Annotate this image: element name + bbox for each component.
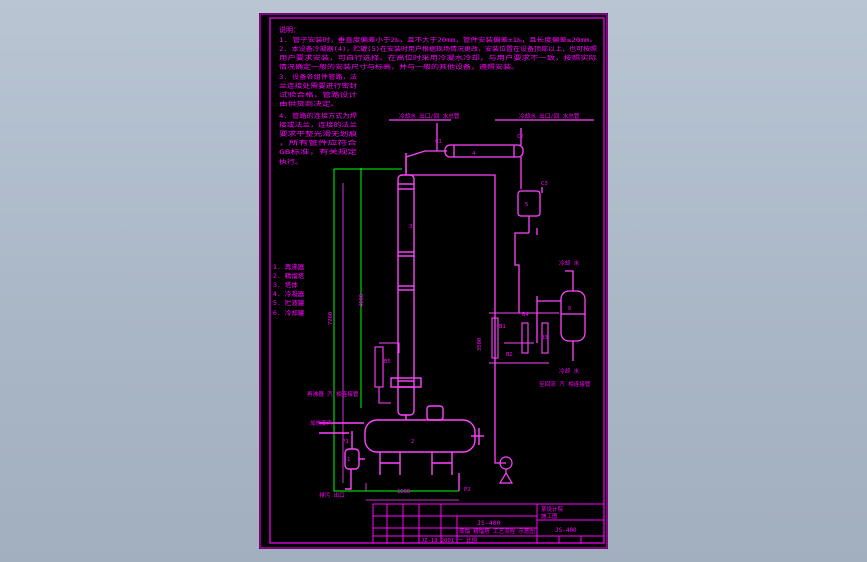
tag-label: B2 <box>506 352 513 358</box>
process-flow-drawing: 说明： 1. 管子安装时，垂直度偏差小于2‰，且不大于20mm，管件安装偏差±1… <box>259 13 608 549</box>
notes-title: 说明： <box>279 25 300 34</box>
pump <box>498 456 514 484</box>
dimension-label: 7260 <box>328 312 334 325</box>
tag-label: B5 <box>384 359 391 365</box>
drawing-subtitle: 蒸馏 精馏塔 工艺流程 示意图 <box>459 527 535 535</box>
note-line: 用户要求安装，可自行选择。在高位时采用冷凝水冷却，与用户要求不一致，按照实际 <box>279 54 597 62</box>
note-line: 1. 管子安装时，垂直度偏差小于2‰，且不大于20mm，管件安装偏差±1‰，且长… <box>279 36 597 44</box>
note-line: 执行。 <box>279 158 303 166</box>
green-boundary <box>333 168 459 492</box>
tag-label: B4 <box>522 312 529 318</box>
tag-label: 4 <box>472 151 476 157</box>
annotation-text: 至回流 汽 相连接管 <box>539 380 591 388</box>
annotation-text: 冷却 水 <box>559 259 580 267</box>
note-line: 试验合格，管路设计 <box>279 91 357 99</box>
distillation-column <box>390 153 422 416</box>
tag-label: 3 <box>409 224 412 230</box>
tag-label: C3 <box>541 181 548 187</box>
legend-item: 1. 再沸器 <box>273 262 305 271</box>
drawing-code: JS-400 <box>555 527 577 534</box>
legend-item: 4. 冷凝器 <box>273 289 305 298</box>
tag-label: C2 <box>517 134 524 140</box>
cooler-vessel <box>536 270 586 361</box>
equipment-legend: 1. 再沸器 2. 精馏塔 3. 塔体 4. 冷凝器 5. 贮液罐 6. 冷却罐 <box>273 262 305 317</box>
tag-label: 6 <box>568 306 571 312</box>
tag-label: P2 <box>464 487 471 493</box>
note-line: 4. 管路的连接方式为焊 <box>279 112 357 120</box>
legend-item: 5. 贮液罐 <box>273 298 305 307</box>
dimension-label: 1600 <box>397 489 410 495</box>
note-line: 接或法兰，连接的法兰 <box>279 121 357 129</box>
note-line: 由供货商决定。 <box>279 100 339 108</box>
note-line: 3. 设备各组件管路，法 <box>279 73 357 81</box>
dimension-label: 3500 <box>477 338 483 351</box>
reboiler-vessel <box>319 405 484 491</box>
note-line: GB标准，有关规定 <box>279 148 357 156</box>
dimension-lines <box>342 183 459 501</box>
rotameters <box>374 312 559 404</box>
legend-item: 6. 冷却罐 <box>273 308 305 317</box>
note-line: 2. 本设备冷凝器(4)，贮罐(5)在安装时用户根据现场情况更改，安装位置在设备… <box>279 45 597 53</box>
dimension-label: 4000 <box>359 294 365 307</box>
legend-item: 2. 精馏塔 <box>273 271 305 280</box>
title-block-frame <box>372 503 605 544</box>
annotation-text: 再沸器 汽 相连接管 <box>307 390 359 398</box>
drawing-stage: 施工图 <box>541 512 558 520</box>
tag-label: 2 <box>411 439 414 445</box>
annotation-text: 冷却水 出口/回 水总管 <box>399 112 460 120</box>
annotation-text: 冷却水 出口/回 水总管 <box>519 112 580 120</box>
notes-block: 说明： 1. 管子安装时，垂直度偏差小于2‰，且不大于20mm，管件安装偏差±1… <box>279 25 597 166</box>
tag-label: C1 <box>435 139 442 145</box>
annotation-text: 冷却 水 <box>559 367 580 375</box>
outer-border <box>259 13 608 549</box>
tag-label: B1 <box>499 324 506 330</box>
annotation-text: 排污 出口 <box>319 491 345 499</box>
legend-item: 3. 塔体 <box>273 280 298 289</box>
title-block-text: JS-400 蒸馏 精馏塔 工艺流程 示意图 JS-400 JZ-19 2001… <box>421 505 577 544</box>
flow-annotations: 冷却水 出口/回 水总管 冷却水 出口/回 水总管 冷却 水 冷却 水 再沸器 … <box>307 112 591 499</box>
note-line: 兰连接处需要进行密封 <box>279 82 357 90</box>
annotation-text: 加热蒸汽 <box>310 419 333 427</box>
company-name: 某设计院 <box>541 505 564 513</box>
tag-label: 5 <box>525 202 528 208</box>
vapor-line <box>389 119 594 173</box>
tag-label: P1 <box>342 439 349 445</box>
condensate-line <box>409 157 543 464</box>
tag-label: B3 <box>541 335 548 341</box>
note-line: ，所有管件应符合 <box>279 139 357 147</box>
tag-label: 1 <box>347 457 350 463</box>
drawing-title: JS-400 <box>477 519 501 527</box>
drawing-meta: JZ-19 2001 一 比例 <box>421 536 478 544</box>
note-line: 情况确定一般的安装尺寸与标高，并与一般的其他设备，遵照安装。 <box>279 63 519 71</box>
drawing-sheet: 说明： 1. 管子安装时，垂直度偏差小于2‰，且不大于20mm，管件安装偏差±1… <box>259 13 608 549</box>
note-line: 要求平整光滑无划痕 <box>279 130 357 138</box>
